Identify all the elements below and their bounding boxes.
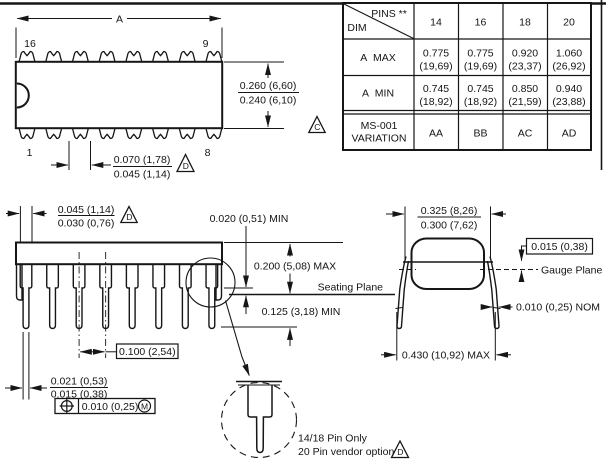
- dim-body-height: 0.200 (5,08) MAX: [254, 261, 336, 273]
- cell-a-max-16-mm: (19,69): [464, 61, 497, 73]
- cell-a-min-18-in: 0.850: [512, 83, 538, 95]
- package-body: [14, 60, 224, 130]
- dim-shoulder-min: 0.030 (0,76): [58, 218, 115, 230]
- svg-text:D: D: [183, 161, 189, 171]
- col-header-20: 20: [563, 17, 575, 29]
- dim-body-width-max: 0.260 (6,60): [240, 80, 297, 92]
- note-flag-d-icon: D: [390, 439, 410, 459]
- dimension-table: PINS ** DIM 14 16 18 20 A MAX 0.775 (19,…: [307, 2, 592, 151]
- dim-lead-width-min: 0.015 (0,38): [51, 389, 108, 401]
- end-view: 0.325 (8,26) 0.300 (7,62) 0.015 (0,38) G…: [381, 205, 602, 362]
- gauge-plane-label: Gauge Plane: [541, 265, 602, 277]
- col-header-18: 18: [519, 17, 531, 29]
- dim-span-min: 0.300 (7,62): [421, 220, 478, 232]
- row-label-a-min: A MIN: [362, 88, 394, 100]
- cell-a-min-18-mm: (21,59): [508, 96, 541, 108]
- cell-a-max-18-in: 0.920: [512, 48, 538, 60]
- cell-a-max-18-mm: (23,37): [508, 61, 541, 73]
- cell-a-min-16-in: 0.745: [467, 83, 493, 95]
- cell-a-min-20-in: 0.940: [556, 83, 582, 95]
- dim-a-label: A: [116, 14, 123, 26]
- dim-shoulder-max: 0.045 (1,14): [58, 204, 115, 216]
- row-label-ms001: MS-001: [361, 120, 398, 132]
- feature-control-frame: 0.010 (0,25) M: [54, 397, 156, 415]
- dim-span-max: 0.325 (8,26): [421, 205, 478, 217]
- side-body-end-left: [15, 264, 23, 301]
- cell-a-min-14-in: 0.745: [423, 83, 449, 95]
- dim-standoff: 0.020 (0,51) MIN: [210, 213, 289, 225]
- table-corner-dim: DIM: [347, 22, 366, 34]
- col-header-14: 14: [430, 17, 442, 29]
- cell-a-min-14-mm: (18,92): [419, 96, 452, 108]
- side-view: 0.100 (2,54) 0.045 (1,14) 0.030 (0,76) D…: [5, 204, 395, 415]
- dim-lead-thickness: 0.010 (0,25) NOM: [516, 302, 600, 314]
- dim-scallop-min: 0.045 (1,14): [114, 169, 171, 181]
- detail-note-1: 14/18 Pin Only: [298, 433, 368, 445]
- pin-number-8: 8: [205, 147, 211, 159]
- dim-lead-width-max: 0.021 (0,53): [51, 376, 108, 388]
- note-flag-d-icon: D: [175, 153, 196, 173]
- detail-pin: [247, 385, 273, 454]
- svg-text:M: M: [141, 401, 148, 411]
- lead-detail: 14/18 Pin Only 20 Pin vendor option D: [220, 380, 410, 459]
- table-corner-pins: PINS **: [371, 8, 407, 20]
- cell-a-max-20-in: 1.060: [556, 48, 582, 60]
- cell-a-max-16-in: 0.775: [467, 48, 493, 60]
- dim-lead-length: 0.125 (3,18) MIN: [262, 306, 341, 318]
- dim-body-width-min: 0.240 (6,10): [240, 95, 297, 107]
- end-body: [410, 237, 485, 290]
- top-view: A 16 9 1 8 0.260 (6,60) 0.240 (6,10) 0.0…: [14, 14, 299, 181]
- dim-pitch: 0.100 (2,54): [119, 346, 176, 358]
- col-header-16: 16: [475, 17, 487, 29]
- cell-a-max-14-in: 0.775: [423, 48, 449, 60]
- seating-plane-label: Seating Plane: [318, 282, 384, 294]
- fcf-tolerance: 0.010 (0,25): [82, 401, 139, 413]
- header-diagonal: [343, 3, 414, 39]
- pin-number-1: 1: [27, 147, 33, 159]
- cell-var-20: AD: [562, 128, 577, 140]
- pin1-notch: [16, 82, 30, 109]
- dim-scallop-max: 0.070 (1,78): [114, 154, 171, 166]
- detail-circle: [220, 381, 298, 459]
- svg-text:D: D: [126, 212, 132, 222]
- svg-text:D: D: [397, 447, 403, 457]
- dim-gauge-offset: 0.015 (0,38): [531, 241, 588, 253]
- cell-var-16: BB: [473, 128, 487, 140]
- side-body-end-right: [215, 264, 223, 301]
- cell-a-max-14-mm: (19,69): [419, 61, 452, 73]
- end-view-leads: [395, 256, 501, 330]
- note-flag-d-icon: D: [119, 205, 139, 224]
- row-label-variation: VARIATION: [351, 133, 406, 145]
- cell-var-18: AC: [518, 128, 533, 140]
- row-label-a-max: A MAX: [360, 52, 396, 64]
- note-flag-c-icon: C: [307, 115, 327, 134]
- cell-a-max-20-mm: (26,92): [552, 61, 585, 73]
- detail-callout-circle: [185, 257, 236, 308]
- true-position-icon: [59, 398, 74, 414]
- pin-number-9: 9: [203, 38, 209, 50]
- svg-text:C: C: [314, 122, 320, 132]
- dim-overall-max: 0.430 (10,92) MAX: [402, 350, 490, 362]
- side-body: [15, 241, 223, 266]
- cell-var-14: AA: [429, 128, 443, 140]
- detail-note-2: 20 Pin vendor option: [298, 446, 394, 458]
- cell-a-min-16-mm: (18,92): [464, 96, 497, 108]
- mmc-modifier-icon: M: [137, 399, 152, 413]
- pin-number-16: 16: [24, 38, 36, 50]
- cell-a-min-20-mm: (23,88): [552, 96, 585, 108]
